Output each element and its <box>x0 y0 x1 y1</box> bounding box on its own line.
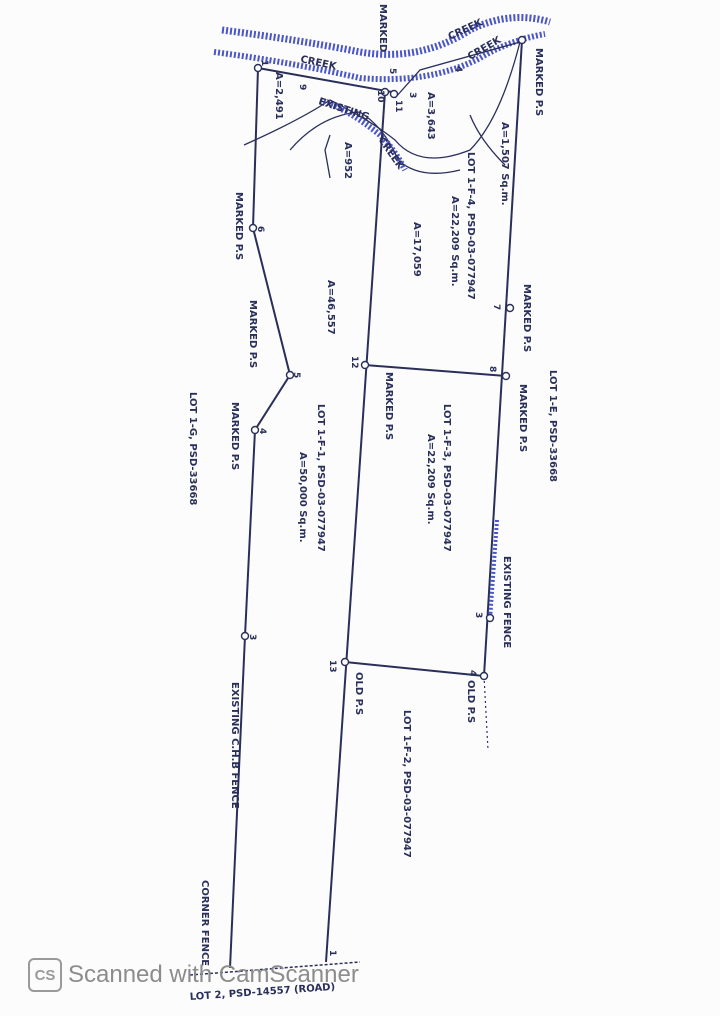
corner-to-creek <box>394 41 521 99</box>
corner-marker <box>285 370 295 380</box>
label-marked-ps-12: MARKED P.S <box>383 372 394 440</box>
point-number: 10 <box>375 90 385 103</box>
point-number: 3 <box>247 634 257 640</box>
road-line <box>189 961 361 976</box>
corner-marker <box>250 425 260 435</box>
existing-fence-band <box>488 519 499 621</box>
point-number: 8 <box>487 366 497 372</box>
camscanner-text: Scanned with CamScanner <box>68 961 359 988</box>
camscanner-watermark: CS Scanned with CamScanner <box>28 958 359 992</box>
corner-marker <box>501 371 511 381</box>
label-existing-fence: EXISTING FENCE <box>501 556 512 648</box>
corner-marker <box>517 35 527 45</box>
label-lot-f4-area: A=22,209 Sq.m. <box>449 196 460 287</box>
cross-line-13-4 <box>344 661 485 677</box>
label-a952: A=952 <box>342 142 353 179</box>
point-number: 4 <box>453 66 463 72</box>
point-number: 4 <box>257 428 267 434</box>
corner-marker <box>248 223 258 233</box>
label-marked-ps-2: MARKED P.S <box>517 384 528 452</box>
label-a17059: A=17,059 <box>411 222 422 277</box>
label-marked-ps-4: MARKED P.S <box>229 402 240 470</box>
label-lot-f1: LOT 1-F-1, PSD-03-077947 <box>315 404 326 552</box>
cross-line-12-2 <box>364 364 507 377</box>
label-lot-1g: LOT 1-G, PSD-33668 <box>187 392 198 505</box>
fence-right-lower <box>483 675 489 751</box>
label-a1507: A=1,507 Sq.m. <box>499 122 510 206</box>
label-creek-upper: CREEK <box>299 54 338 73</box>
point-number: 7 <box>491 304 501 310</box>
label-lot-f3: LOT 1-F-3, PSD-03-077947 <box>441 404 452 552</box>
top-line-1-5 <box>257 67 393 93</box>
corner-marker <box>479 671 489 681</box>
point-number: 13 <box>327 660 337 673</box>
point-number: 5 <box>387 68 397 74</box>
label-old-ps-left: OLD P.S <box>353 672 364 715</box>
camscanner-logo: CS <box>28 958 62 992</box>
existing-creek-band <box>319 97 408 172</box>
corner-marker <box>505 303 515 313</box>
label-marked-ps-top-left: MARKED <box>377 4 388 52</box>
right-boundary-line <box>483 39 523 677</box>
a952-boundary <box>324 134 331 179</box>
label-creek-upper2: CREEK <box>447 17 486 43</box>
corner-marker <box>340 657 350 667</box>
creek-band-upper <box>221 14 552 58</box>
corner-markers <box>240 35 527 681</box>
label-existing-chb-fence: EXISTING C.H.B FENCE <box>229 682 240 809</box>
left-boundary-line <box>229 67 292 969</box>
corner-marker <box>485 613 495 623</box>
label-marked-ps-top-right: MARKED P.S <box>533 48 544 116</box>
point-number: 12 <box>349 356 359 369</box>
corner-marker <box>240 631 250 641</box>
label-lot-f2: LOT 1-F-2, PSD-03-077947 <box>401 710 412 858</box>
label-marked-ps-5: MARKED P.S <box>247 300 258 368</box>
point-number: 1 <box>259 60 269 66</box>
corner-marker <box>253 63 263 73</box>
label-a2491: A=2,491 <box>273 72 284 120</box>
point-number: 3 <box>473 612 483 618</box>
label-marked-ps-8: MARKED P.S <box>233 192 244 260</box>
a1507-boundary <box>469 114 506 166</box>
label-lot-f4: LOT 1-F-4, PSD-03-077947 <box>465 152 476 300</box>
label-corner-fence: CORNER FENCE <box>199 880 210 966</box>
label-lot-f3-area: A=22,209 Sq.m. <box>425 434 436 525</box>
point-number: 4 <box>467 670 477 676</box>
label-existing: EXISTING <box>317 96 370 123</box>
label-lot-1e: LOT 1-E, PSD-33668 <box>547 370 558 482</box>
label-marked-ps-7: MARKED P.S <box>521 284 532 352</box>
label-lot-f1-area: A=50,000 Sq.m. <box>297 452 308 543</box>
point-number: 5 <box>291 372 301 378</box>
point-number: 11 <box>393 100 403 113</box>
label-old-ps-right: OLD P.S <box>465 680 476 723</box>
point-number: 9 <box>297 84 307 90</box>
corner-marker <box>360 360 370 370</box>
corner-marker <box>380 87 390 97</box>
existing-creek-path <box>243 41 521 159</box>
middle-boundary-line <box>325 91 386 963</box>
label-a3643: A=3,643 <box>425 92 436 140</box>
corner-marker <box>389 89 399 99</box>
existing-creek-path-2 <box>289 111 461 174</box>
point-number: 6 <box>255 226 265 232</box>
point-number: 3 <box>407 92 417 98</box>
label-a46557: A=46,557 <box>325 280 336 335</box>
point-number: 1 <box>327 950 337 956</box>
